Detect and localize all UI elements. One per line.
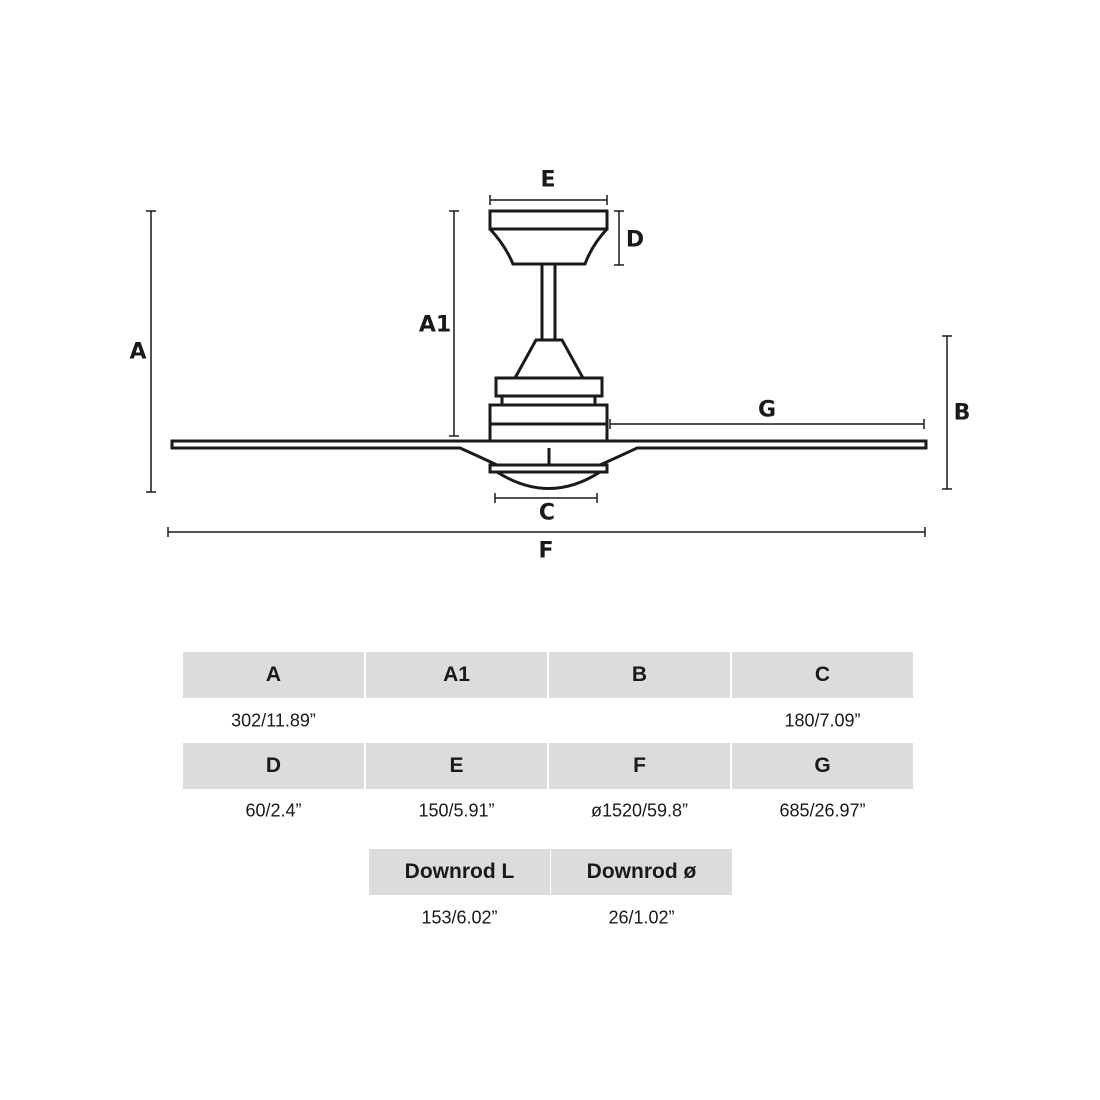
table-value: 26/1.02”	[608, 907, 675, 928]
table-header: D	[183, 743, 364, 789]
dim-label-a: A	[129, 339, 147, 365]
table-header: C	[732, 652, 913, 698]
dim-label-c: C	[538, 500, 556, 526]
table-header: B	[549, 652, 730, 698]
table-value: 150/5.91”	[418, 800, 495, 821]
table-header: E	[366, 743, 547, 789]
table-value: ø1520/59.8”	[590, 800, 689, 821]
dim-label-a1: A1	[418, 312, 452, 338]
table-header: G	[732, 743, 913, 789]
table-value: 180/7.09”	[784, 710, 861, 731]
table-value: 302/11.89”	[231, 710, 316, 731]
table-header: F	[549, 743, 730, 789]
dim-label-d: D	[625, 227, 645, 253]
table-header: Downrod L	[369, 849, 550, 895]
dim-label-f: F	[538, 538, 554, 564]
dim-label-b: B	[953, 400, 971, 426]
dimension-lines	[146, 195, 952, 537]
dim-label-e: E	[540, 167, 556, 193]
table-header: Downrod ø	[551, 849, 732, 895]
table-value: 60/2.4”	[245, 800, 302, 821]
table-header: A1	[366, 652, 547, 698]
table-value: 153/6.02”	[421, 907, 498, 928]
dim-label-g: G	[757, 397, 777, 423]
table-header: A	[183, 652, 364, 698]
table-value: 685/26.97”	[779, 800, 866, 821]
fan-outline	[170, 209, 928, 490]
